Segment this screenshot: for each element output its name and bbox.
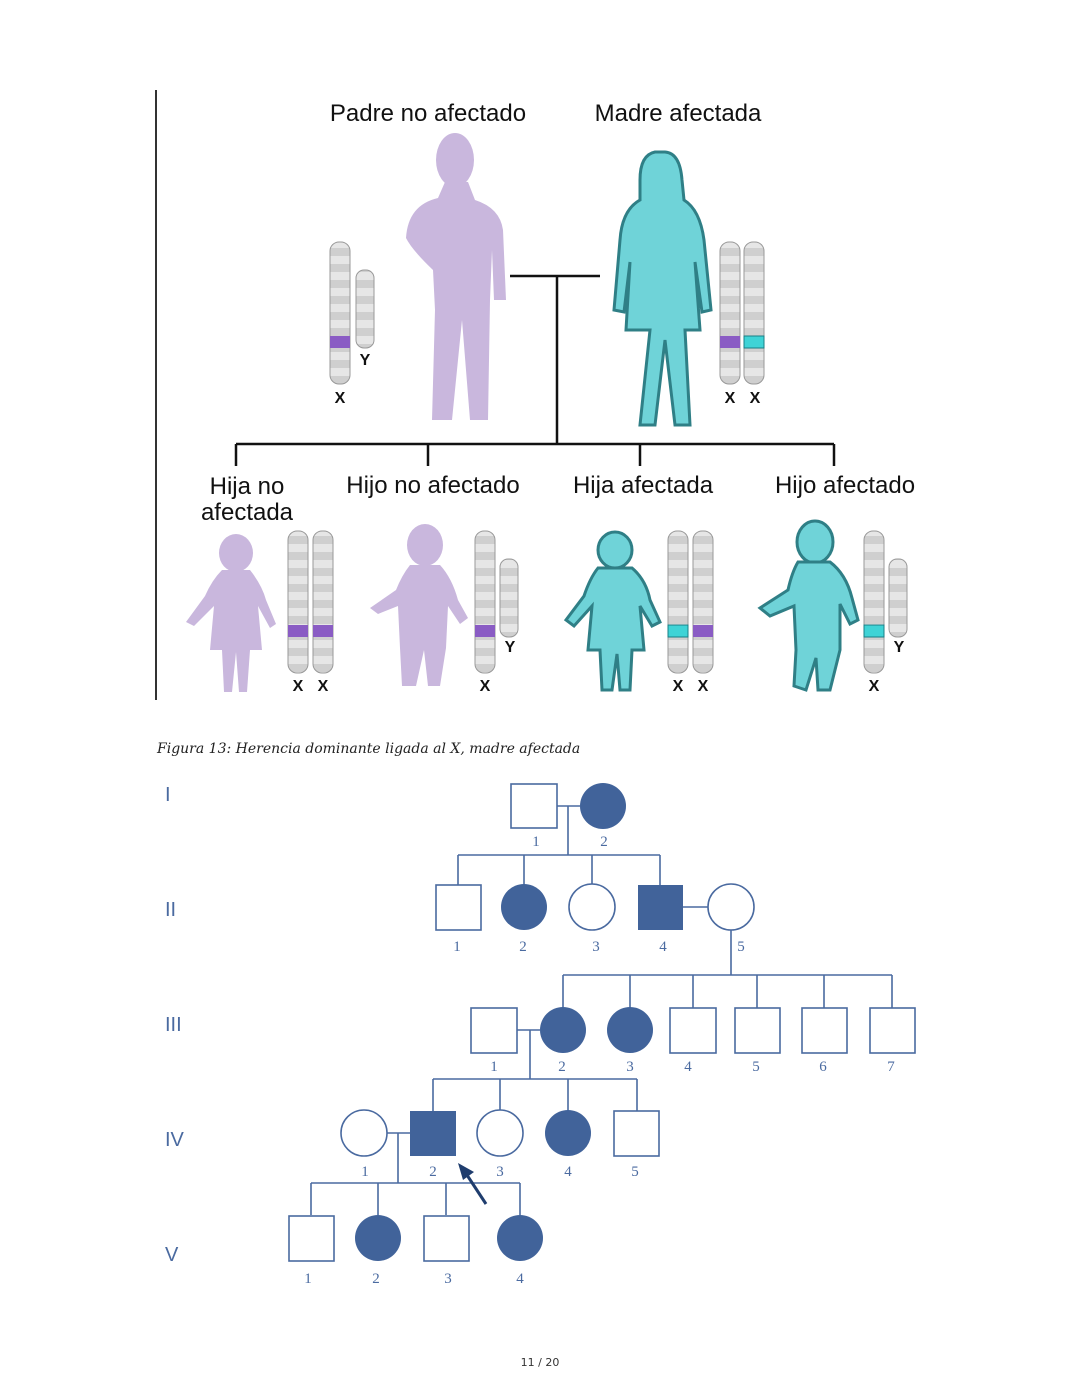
individual-number: 4: [684, 1059, 692, 1075]
mother-silhouette: [612, 150, 713, 427]
generation-label-V: V: [165, 1244, 179, 1266]
chromosome-x-label: X: [293, 678, 304, 695]
inheritance-illustration: Padre no afectado Madre afectada X Y X X: [155, 90, 915, 700]
female-affected: [540, 1007, 586, 1053]
chromosome-x-label: X: [725, 390, 736, 407]
father-label: Padre no afectado: [330, 100, 526, 127]
individual-number: 3: [626, 1059, 634, 1075]
pedigree-lines: [310, 805, 893, 1215]
chromosome-y-label: Y: [505, 639, 516, 656]
female-unaffected: [568, 883, 616, 931]
individual-number: 4: [659, 939, 667, 955]
female-affected: [497, 1215, 543, 1261]
individual-number: 5: [737, 939, 745, 955]
male-unaffected: [470, 1007, 518, 1054]
individual-number: 6: [819, 1059, 827, 1075]
male-unaffected: [669, 1007, 717, 1054]
child-2-label: Hijo no afectado: [346, 472, 519, 499]
female-affected: [501, 884, 547, 930]
chromosome-x-label: X: [480, 678, 491, 695]
child-1-label-line1: Hija no: [210, 473, 285, 500]
generation-label-III: III: [165, 1014, 182, 1036]
individual-number: 2: [600, 834, 608, 850]
individual-number: 2: [372, 1271, 380, 1287]
male-unaffected: [869, 1007, 916, 1054]
male-unaffected: [510, 783, 558, 829]
generation-label-IV: IV: [165, 1129, 185, 1151]
affected-daughter-silhouette: [563, 530, 662, 692]
individual-number: 5: [631, 1164, 639, 1180]
male-unaffected: [734, 1007, 781, 1054]
individual-number: 2: [519, 939, 527, 955]
proband-arrow-icon: [458, 1163, 488, 1205]
female-unaffected: [340, 1109, 388, 1157]
son-unaffected-chromosomes: X Y: [474, 530, 519, 695]
male-unaffected: [613, 1110, 660, 1157]
mother-label: Madre afectada: [595, 100, 762, 127]
chromosome-y-label: Y: [894, 639, 905, 656]
female-affected: [580, 783, 626, 829]
mutant-allele-band: [743, 335, 765, 349]
individual-number: 5: [752, 1059, 760, 1075]
generation-label-II: II: [165, 899, 176, 921]
individual-number: 7: [887, 1059, 895, 1075]
male-unaffected: [423, 1215, 470, 1262]
male-unaffected: [435, 884, 482, 931]
individual-number: 3: [444, 1271, 452, 1287]
individual-number: 1: [361, 1164, 369, 1180]
female-unaffected: [707, 883, 755, 931]
female-unaffected: [476, 1109, 524, 1157]
child-1-label-line2: afectada: [201, 499, 294, 526]
individual-number: 4: [564, 1164, 572, 1180]
individual-number: 1: [490, 1059, 498, 1075]
male-affected-proband: [410, 1111, 456, 1156]
chromosome-x-label: X: [318, 678, 329, 695]
mother-chromosomes: X X: [719, 241, 765, 407]
chromosome-x-label: X: [869, 678, 880, 695]
male-unaffected: [288, 1215, 335, 1262]
child-3-label: Hija afectada: [573, 472, 714, 499]
chromosome-x-label: X: [698, 678, 709, 695]
female-affected: [545, 1110, 591, 1156]
chromosome-x-label: X: [335, 390, 346, 407]
individual-number: 1: [453, 939, 461, 955]
chromosome-y-label: Y: [360, 352, 371, 369]
generation-label-I: I: [165, 784, 171, 806]
affected-son-silhouette: [757, 519, 860, 692]
individual-number: 1: [532, 834, 540, 850]
male-affected: [638, 885, 683, 930]
son-affected-chromosomes: X Y: [863, 530, 908, 695]
individual-number: 1: [304, 1271, 312, 1287]
father-silhouette: [406, 133, 506, 420]
child-4-label: Hijo afectado: [775, 472, 915, 499]
daughter-affected-chromosomes: X X: [667, 530, 714, 695]
individual-number: 2: [429, 1164, 437, 1180]
father-chromosomes: X Y: [329, 241, 375, 407]
female-affected: [607, 1007, 653, 1053]
normal-allele-band: [720, 336, 740, 348]
normal-allele-band: [330, 336, 350, 348]
individual-number: 3: [592, 939, 600, 955]
daughter-unaffected-chromosomes: X X: [287, 530, 334, 695]
individual-number: 4: [516, 1271, 524, 1287]
unaffected-daughter-silhouette: [186, 534, 276, 692]
chromosome-x-label: X: [673, 678, 684, 695]
individual-number: 3: [496, 1164, 504, 1180]
individual-number: 2: [558, 1059, 566, 1075]
pedigree-chart: I II III IV V 1 2 1 2 3 4 5 1 2 3 4 5 6 …: [165, 783, 916, 1287]
female-affected: [355, 1215, 401, 1261]
unaffected-son-silhouette: [370, 524, 468, 686]
male-unaffected: [801, 1007, 848, 1054]
chromosome-x-label: X: [750, 390, 761, 407]
family-connector-lines: [234, 274, 836, 466]
figure-caption: Figura 13: Herencia dominante ligada al …: [157, 741, 581, 757]
page-number: 11 / 20: [520, 1356, 560, 1369]
